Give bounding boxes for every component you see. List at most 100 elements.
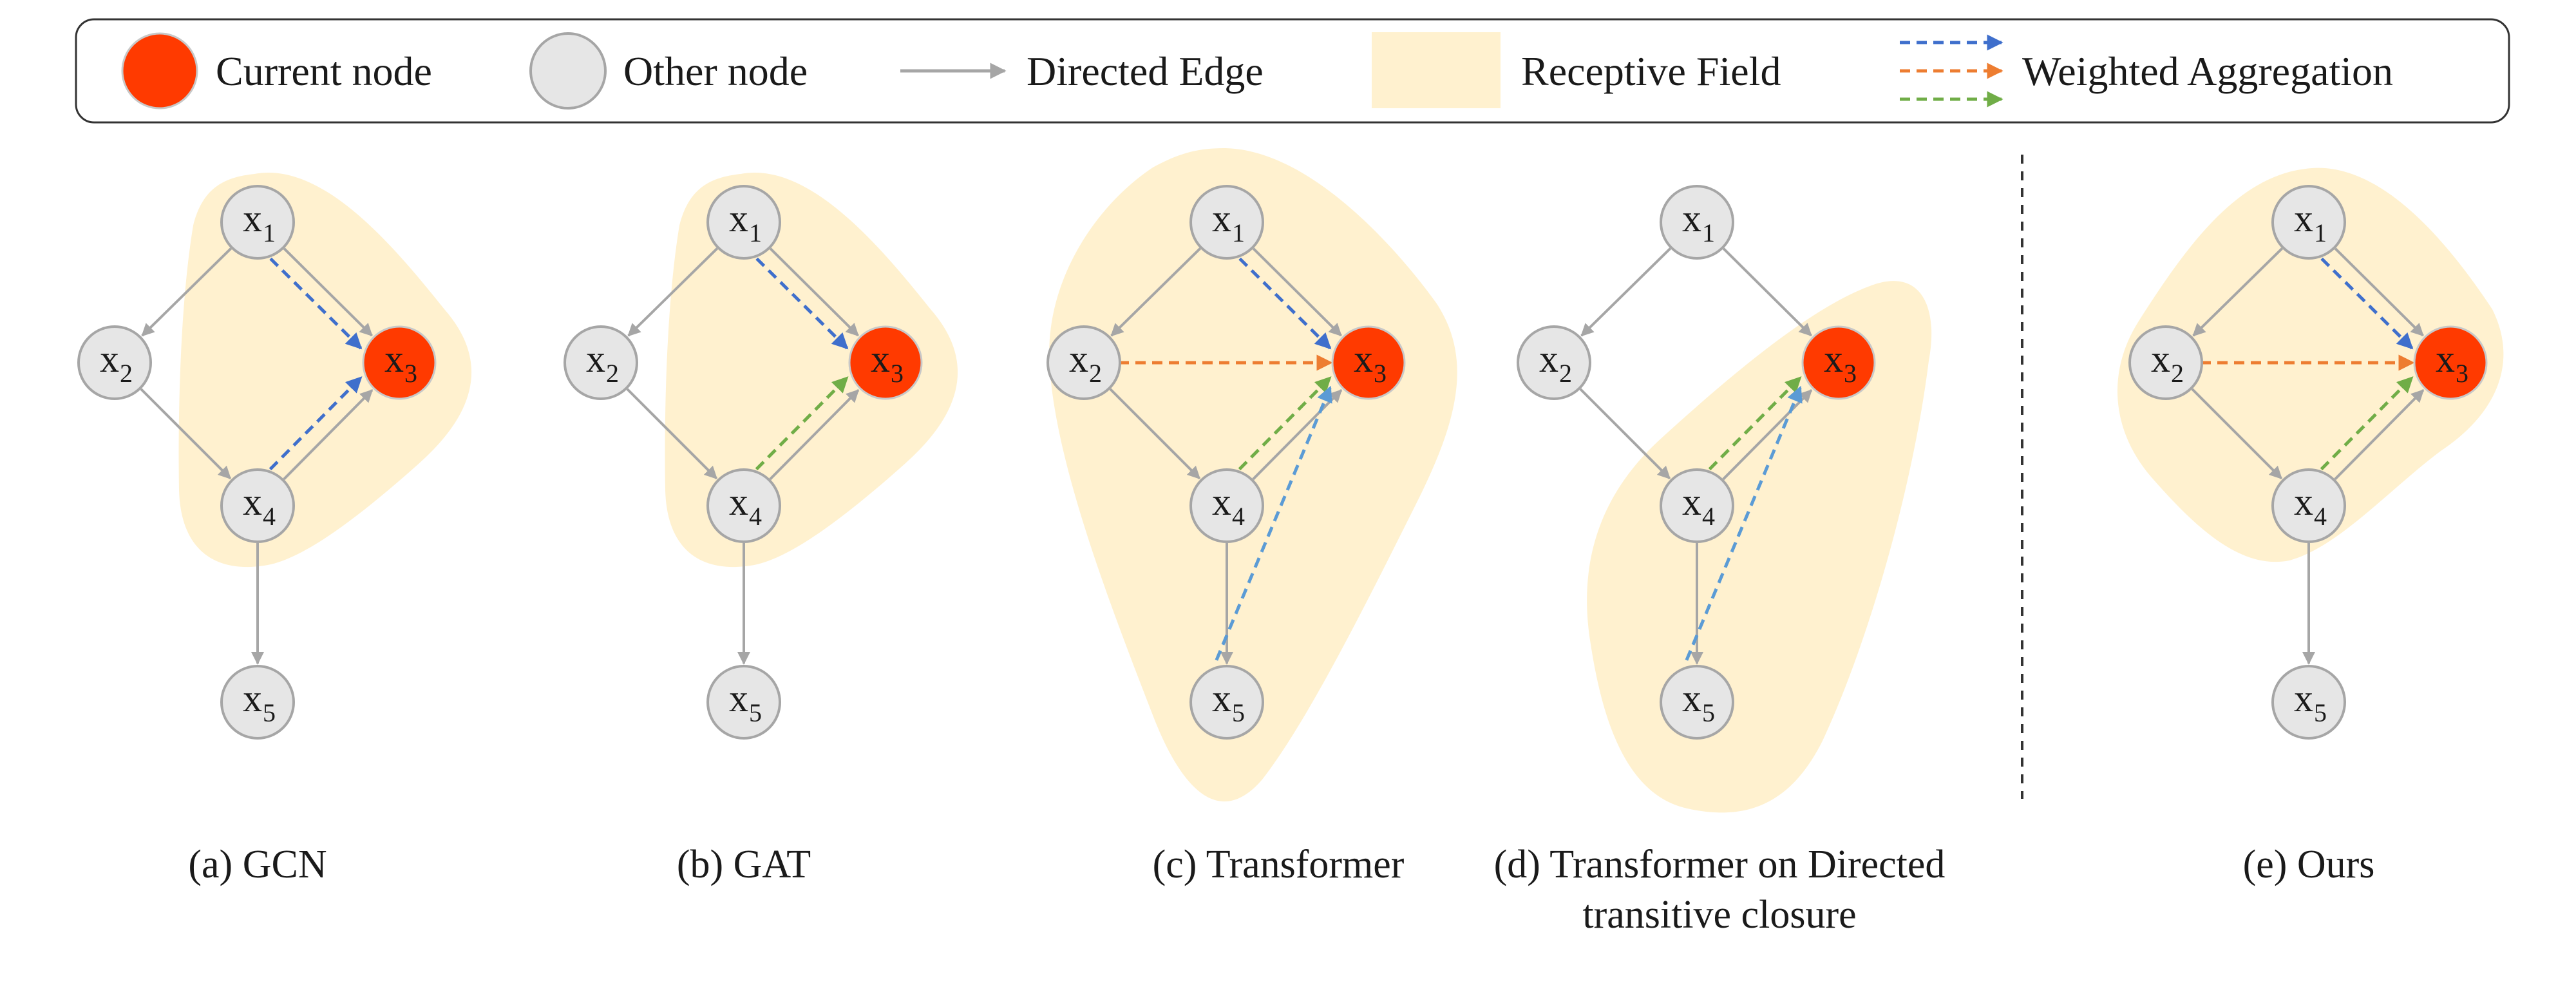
node-x5-subscript: 5 <box>1232 698 1245 727</box>
node-x3-subscript: 3 <box>891 359 904 388</box>
edge-x1-x3 <box>1252 247 1342 337</box>
edge-x2-x4 <box>1109 388 1200 479</box>
node-x1-subscript: 1 <box>1232 218 1245 247</box>
node-x3-label: x <box>1824 338 1843 380</box>
edge-x1-x2 <box>2192 247 2284 337</box>
edge-x1-x2 <box>141 247 232 337</box>
aggregation-x1-x3-blue <box>269 257 363 350</box>
caption-a: (a) GCN <box>188 843 327 886</box>
node-x4-subscript: 4 <box>2314 502 2327 531</box>
receptive-field-b <box>665 172 958 568</box>
legend-other-node-label: Other node <box>623 48 808 94</box>
node-x5 <box>2271 665 2346 740</box>
node-x3-current <box>1801 325 1876 400</box>
edge-x4-x3 <box>769 389 860 481</box>
edge-x2-x4 <box>140 388 231 479</box>
edge-x1-x2 <box>1110 247 1202 337</box>
node-x1 <box>2271 185 2346 260</box>
receptive-field-a <box>178 172 472 568</box>
legend: Current node Other node Directed Edge Re… <box>75 18 2510 124</box>
node-x4-subscript: 4 <box>1232 502 1245 531</box>
node-x4 <box>706 468 781 543</box>
node-x5-subscript: 5 <box>2314 698 2327 727</box>
receptive-field-d <box>1587 281 1932 813</box>
node-x3-subscript: 3 <box>2456 359 2468 388</box>
node-x2-label: x <box>1539 338 1558 380</box>
node-x1-subscript: 1 <box>1702 218 1715 247</box>
node-x4 <box>1189 468 1264 543</box>
legend-receptive-field-label: Receptive Field <box>1521 48 1781 94</box>
aggregation-x4-x3-green <box>755 376 849 471</box>
node-x5-subscript: 5 <box>1702 698 1715 727</box>
node-x2-label: x <box>1069 338 1088 380</box>
aggregation-x4-x3-green <box>2320 376 2414 471</box>
caption-e: (e) Ours <box>2243 843 2375 886</box>
edge-x1-x3 <box>769 247 859 337</box>
node-x3-subscript: 3 <box>1844 359 1857 388</box>
edge-x4-x3 <box>2334 389 2425 481</box>
node-x4-label: x <box>1682 481 1701 523</box>
node-x2-label: x <box>586 338 605 380</box>
aggregation-x4-x3-blue <box>269 376 363 471</box>
node-x4-label: x <box>1212 481 1231 523</box>
legend-current-node-swatch <box>121 32 198 110</box>
node-x3-label: x <box>1354 338 1373 380</box>
node-x2-label: x <box>100 338 119 380</box>
node-x5-label: x <box>1212 677 1231 720</box>
node-x1-subscript: 1 <box>2314 218 2327 247</box>
node-x2-subscript: 2 <box>120 359 133 388</box>
node-x4-label: x <box>243 481 262 523</box>
receptive-field-c <box>1049 148 1457 802</box>
legend-directed-edge-label: Directed Edge <box>1027 48 1264 94</box>
node-x3-subscript: 3 <box>1374 359 1387 388</box>
node-x4-subscript: 4 <box>749 502 762 531</box>
aggregation-x1-x3-blue <box>1238 257 1332 350</box>
caption-c: (c) Transformer <box>1153 843 1405 886</box>
node-x5-label: x <box>2294 677 2313 720</box>
node-x1 <box>220 185 295 260</box>
node-x4-subscript: 4 <box>263 502 276 531</box>
node-x4-label: x <box>2294 481 2313 523</box>
legend-current-node-label: Current node <box>216 48 432 94</box>
node-x1 <box>706 185 781 260</box>
receptive-field-e <box>2117 167 2504 562</box>
node-x4 <box>1660 468 1734 543</box>
node-x2 <box>1046 325 1121 400</box>
edge-x4-x3 <box>1252 389 1343 481</box>
node-x5 <box>706 665 781 740</box>
caption-b: (b) GAT <box>677 843 811 886</box>
legend-weighted-aggregation-label: Weighted Aggregation <box>2022 48 2393 94</box>
node-x2-subscript: 2 <box>2171 359 2184 388</box>
node-x2 <box>77 325 152 400</box>
node-x2 <box>1517 325 1591 400</box>
node-x5-subscript: 5 <box>749 698 762 727</box>
node-x1 <box>1189 185 1264 260</box>
edge-x1-x3 <box>1722 247 1812 337</box>
node-x3-label: x <box>871 338 890 380</box>
node-x4-label: x <box>729 481 748 523</box>
edge-x4-x3 <box>283 389 374 481</box>
aggregation-x1-x3-blue <box>2320 257 2414 350</box>
edge-x1-x2 <box>1580 247 1672 337</box>
edge-x2-x4 <box>626 388 717 479</box>
legend-receptive-field-swatch <box>1372 32 1501 108</box>
edge-x2-x4 <box>2191 388 2282 479</box>
node-x3-current <box>2413 325 2488 400</box>
node-x4 <box>220 468 295 543</box>
node-x3-current <box>362 325 437 400</box>
receptive-fields <box>178 148 2504 813</box>
node-x2-subscript: 2 <box>1089 359 1102 388</box>
node-x5-subscript: 5 <box>263 698 276 727</box>
edge-x2-x4 <box>1579 388 1671 479</box>
node-x1-subscript: 1 <box>263 218 276 247</box>
node-x5 <box>1660 665 1734 740</box>
node-x3-current <box>1331 325 1406 400</box>
node-x3-subscript: 3 <box>404 359 417 388</box>
node-x5-label: x <box>243 677 262 720</box>
